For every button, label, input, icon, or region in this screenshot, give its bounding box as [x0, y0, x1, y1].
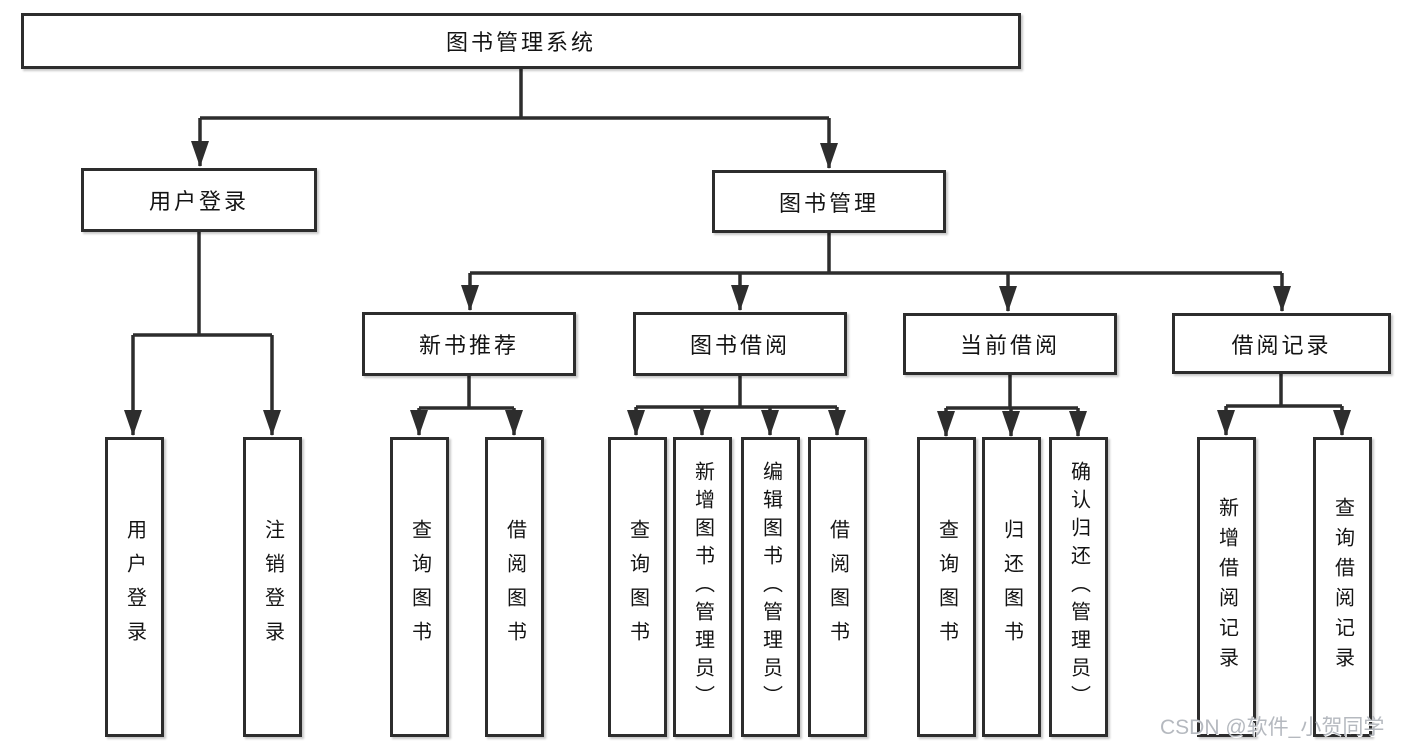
leaf-return-books: 归还图书	[982, 437, 1041, 737]
node-label: 新书推荐	[418, 333, 519, 358]
node-label: 编辑图书（管理员）	[759, 461, 782, 713]
leaf-add-books-admin: 新增图书（管理员）	[673, 437, 732, 737]
node-label: 查询借阅记录	[1331, 497, 1354, 677]
leaf-add-borrow-record: 新增借阅记录	[1197, 437, 1256, 737]
node-label: 查询图书	[935, 519, 958, 655]
node-label: 确认归还（管理员）	[1067, 461, 1090, 713]
node-user-login: 用户登录	[81, 168, 317, 232]
leaf-query-borrow-record: 查询借阅记录	[1313, 437, 1372, 737]
node-label: 查询图书	[626, 519, 649, 655]
node-label: 新增借阅记录	[1215, 497, 1238, 677]
node-book-borrowing: 图书借阅	[633, 312, 847, 376]
node-label: 用户登录	[148, 189, 249, 214]
node-label: 借阅图书	[826, 519, 849, 655]
leaf-query-books-recommend: 查询图书	[390, 437, 449, 737]
leaf-borrow-books: 借阅图书	[808, 437, 867, 737]
node-label: 图书管理	[778, 190, 879, 216]
node-new-book-recommend: 新书推荐	[362, 312, 576, 376]
node-label: 注销登录	[261, 519, 284, 655]
csdn-watermark: CSDN @软件_小贺同学	[1160, 716, 1385, 739]
leaf-query-books-borrow: 查询图书	[608, 437, 667, 737]
node-book-management: 图书管理	[712, 170, 946, 233]
leaf-confirm-return-admin: 确认归还（管理员）	[1049, 437, 1108, 737]
leaf-query-books-current: 查询图书	[917, 437, 976, 737]
node-label: 图书管理系统	[445, 30, 596, 55]
node-label: 归还图书	[1000, 519, 1023, 655]
node-label: 新增图书（管理员）	[691, 461, 714, 713]
node-label: 图书借阅	[689, 333, 790, 358]
leaf-user-login: 用户登录	[105, 437, 164, 737]
node-label: 查询图书	[408, 519, 431, 655]
node-borrowing-records: 借阅记录	[1172, 313, 1391, 374]
node-root-library-system: 图书管理系统	[21, 13, 1021, 69]
node-label: 用户登录	[123, 519, 146, 655]
node-label: 借阅记录	[1231, 332, 1332, 358]
leaf-borrow-books-recommend: 借阅图书	[485, 437, 544, 737]
leaf-logout: 注销登录	[243, 437, 302, 737]
node-label: 当前借阅	[959, 333, 1060, 358]
node-current-borrowing: 当前借阅	[903, 313, 1117, 375]
node-label: 借阅图书	[503, 519, 526, 655]
leaf-edit-books-admin: 编辑图书（管理员）	[741, 437, 800, 737]
